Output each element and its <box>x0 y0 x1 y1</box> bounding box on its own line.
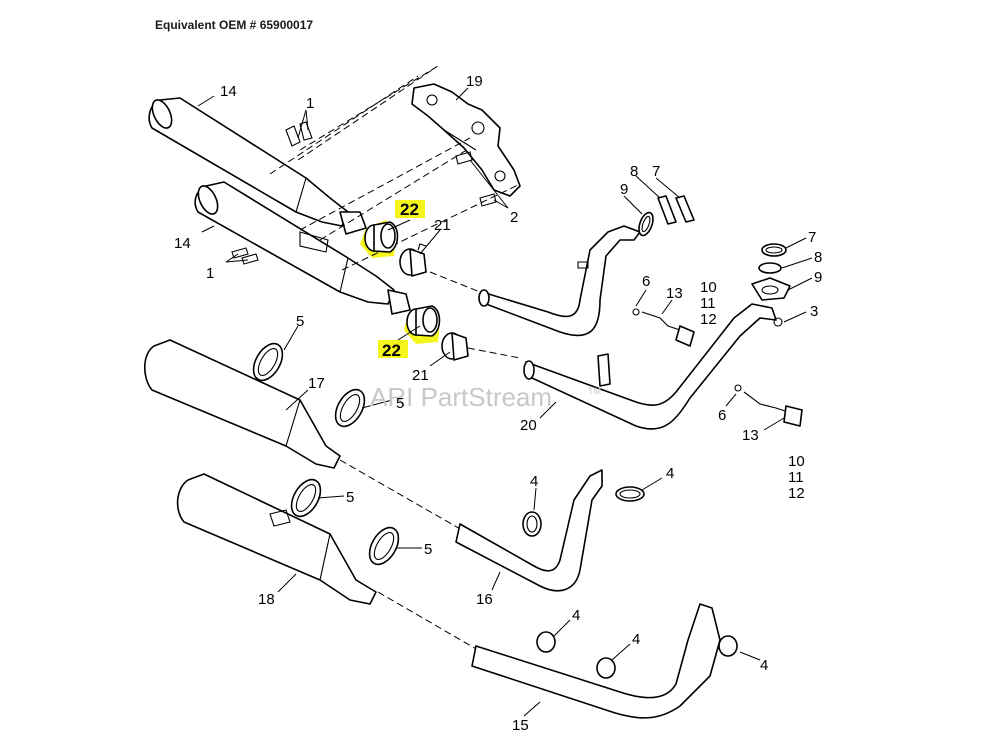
callout-19: 19 <box>466 73 483 90</box>
header-pipe-20-upper-icon[interactable] <box>478 225 641 337</box>
page-title: Equivalent OEM # 65900017 <box>155 18 314 32</box>
gasket-7-right-icon[interactable] <box>761 243 787 257</box>
clamp-4-icon[interactable] <box>596 657 616 679</box>
callout-6: 6 <box>642 273 650 290</box>
sleeve-22-upper-icon[interactable] <box>364 221 399 253</box>
assembly-dashed-lines <box>339 271 521 651</box>
clamp-21-lower-icon[interactable] <box>441 332 469 361</box>
mount-dashed-lines <box>269 65 521 271</box>
nut-3-icon[interactable] <box>773 317 783 327</box>
callout-3: 3 <box>810 303 818 320</box>
callout-4: 4 <box>530 473 538 490</box>
gasket-9-left-icon[interactable] <box>636 211 655 238</box>
callout-4: 4 <box>760 657 768 674</box>
clamp-5-icon[interactable] <box>364 523 405 570</box>
callout-22: 22 <box>400 200 419 219</box>
callout-5: 5 <box>346 489 354 506</box>
clamp-4-icon[interactable] <box>522 511 542 537</box>
callout-15: 15 <box>512 717 529 734</box>
callout-14: 14 <box>174 235 191 252</box>
callout-5: 5 <box>296 313 304 330</box>
flange-9-right-icon[interactable] <box>751 277 791 301</box>
bolt-2-icon[interactable] <box>455 151 497 207</box>
callout-10: 10 <box>788 453 805 470</box>
clamp-5-icon[interactable] <box>330 385 371 432</box>
callout-labels: 1 1 2 3 4 4 4 4 4 5 5 5 5 6 6 7 7 8 8 9 … <box>174 73 822 734</box>
callout-18: 18 <box>258 591 275 608</box>
bolt-icon[interactable] <box>231 121 313 265</box>
callout-7: 7 <box>652 163 660 180</box>
muffler-18-icon[interactable] <box>176 473 377 605</box>
gasket-8-left-icon[interactable] <box>657 195 677 225</box>
callout-8: 8 <box>630 163 638 180</box>
header-pipe-20-lower-icon[interactable] <box>523 303 777 430</box>
callout-4: 4 <box>572 607 580 624</box>
watermark: ARI PartStream <box>370 382 552 412</box>
gasket-8-right-icon[interactable] <box>758 262 782 274</box>
header-pipe-16-icon[interactable] <box>455 469 603 592</box>
callout-17: 17 <box>308 375 325 392</box>
callout-12: 12 <box>700 311 717 328</box>
gasket-7-left-icon[interactable] <box>675 195 695 223</box>
clamp-5-icon[interactable] <box>286 475 327 522</box>
callout-16: 16 <box>476 591 493 608</box>
clamp-21-upper-icon[interactable] <box>399 243 427 277</box>
muffler-14-lower-icon[interactable] <box>194 181 411 315</box>
callout-21: 21 <box>412 367 429 384</box>
callout-4: 4 <box>666 465 674 482</box>
callout-5: 5 <box>424 541 432 558</box>
muffler-17-icon[interactable] <box>143 339 341 469</box>
o2-sensor-lower-icon[interactable] <box>734 384 803 427</box>
callout-11: 11 <box>700 295 716 312</box>
header-pipe-15-icon[interactable] <box>471 603 721 719</box>
callout-1: 1 <box>206 265 214 282</box>
callout-10: 10 <box>700 279 717 296</box>
o2-sensor-upper-icon[interactable] <box>632 308 695 347</box>
sleeve-22-lower-icon[interactable] <box>406 305 441 337</box>
callout-22: 22 <box>382 341 401 360</box>
callout-9: 9 <box>814 269 822 286</box>
clamp-4-icon[interactable] <box>536 631 556 653</box>
callout-7: 7 <box>808 229 816 246</box>
callout-12: 12 <box>788 485 805 502</box>
callout-6: 6 <box>718 407 726 424</box>
callout-5: 5 <box>396 395 404 412</box>
muffler-14-upper-icon[interactable] <box>148 97 367 235</box>
clamp-4-icon[interactable] <box>615 486 645 502</box>
callout-11: 11 <box>788 469 804 486</box>
bolt-small-icon[interactable] <box>577 261 589 269</box>
callout-1: 1 <box>306 95 314 112</box>
callout-8: 8 <box>814 249 822 266</box>
callout-2: 2 <box>510 209 518 226</box>
callout-13: 13 <box>742 427 759 444</box>
callout-4: 4 <box>632 631 640 648</box>
callout-13: 13 <box>666 285 683 302</box>
watermark-tm: TM <box>588 386 601 396</box>
callout-21: 21 <box>434 217 451 234</box>
callout-9: 9 <box>620 181 628 198</box>
clamp-4-icon[interactable] <box>718 635 738 657</box>
callout-14: 14 <box>220 83 237 100</box>
callout-20: 20 <box>520 417 537 434</box>
clamp-5-icon[interactable] <box>248 339 289 386</box>
leader-lines <box>197 87 813 717</box>
